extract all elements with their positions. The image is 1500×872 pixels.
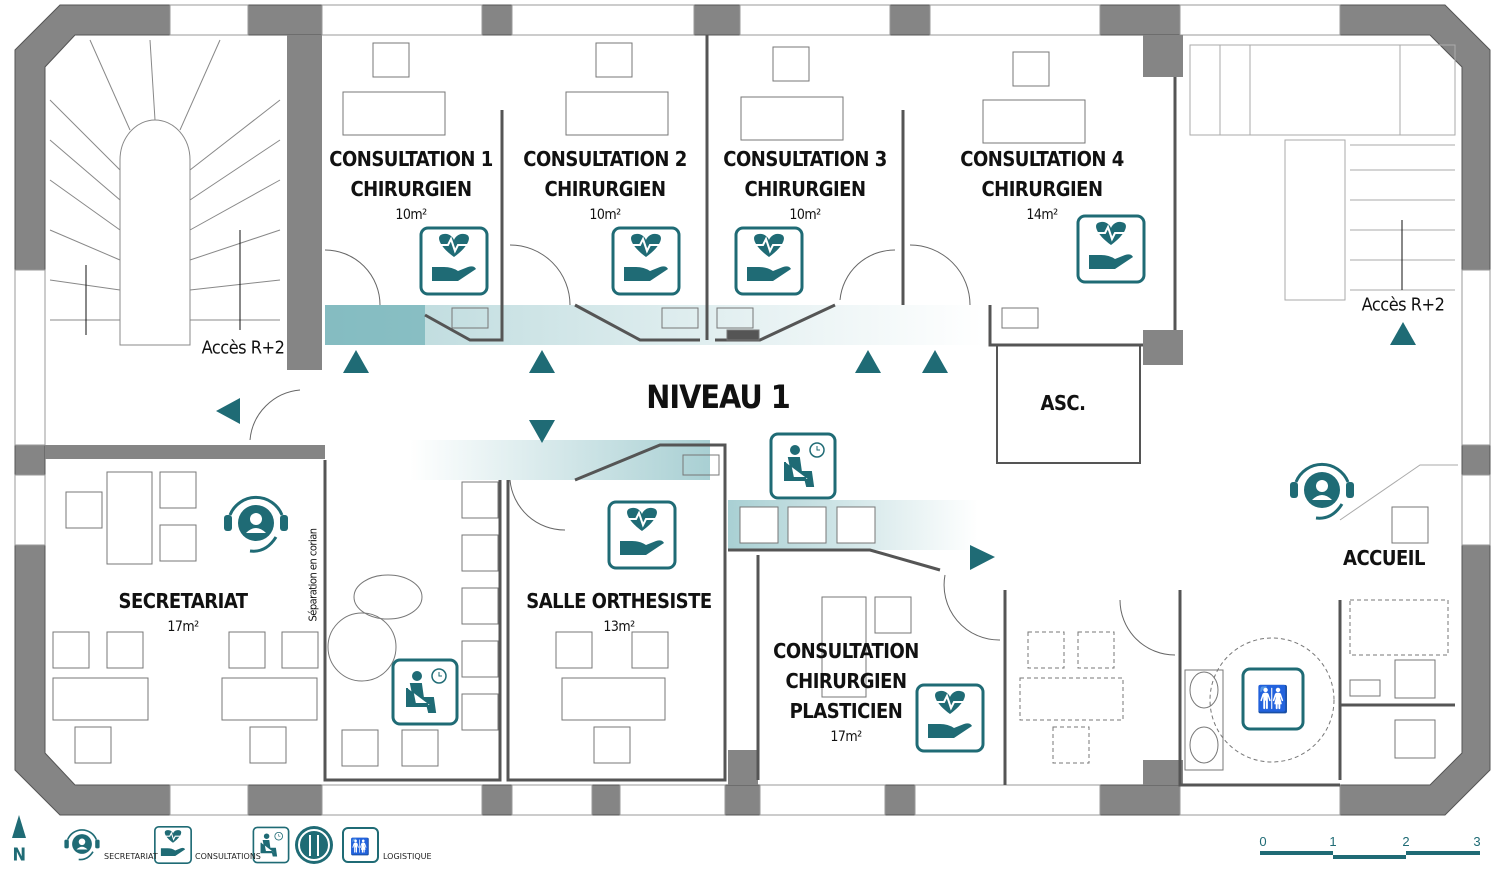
scale-bar	[1260, 851, 1480, 859]
scale-tick-1: 1	[1329, 834, 1337, 849]
legend-logistique: LOGISTIQUE	[383, 852, 432, 861]
stairs-left-label: Accès R+2	[201, 337, 285, 359]
scale-tick-0: 0	[1259, 834, 1267, 849]
elevator-label: ASC.	[1040, 391, 1086, 415]
circulation-arrows	[216, 322, 1416, 570]
wc-icon: 🚻	[1241, 667, 1305, 731]
svg-text:🚻: 🚻	[350, 837, 370, 856]
level-title: NIVEAU 1	[646, 378, 790, 416]
scale-tick-2: 2	[1402, 834, 1410, 849]
separation-note: Séparation en corian	[306, 528, 320, 622]
stairs-right-label: Accès R+2	[1361, 294, 1445, 316]
legend-secretariat: SECRETARIAT	[104, 852, 158, 861]
north-label: N	[12, 844, 26, 866]
room-accueil: ACCUEIL	[1343, 546, 1425, 570]
svg-text:🚻: 🚻	[1257, 684, 1289, 714]
legend-consultations: CONSULTATIONS	[195, 852, 261, 861]
scale-tick-3: 3	[1473, 834, 1481, 849]
